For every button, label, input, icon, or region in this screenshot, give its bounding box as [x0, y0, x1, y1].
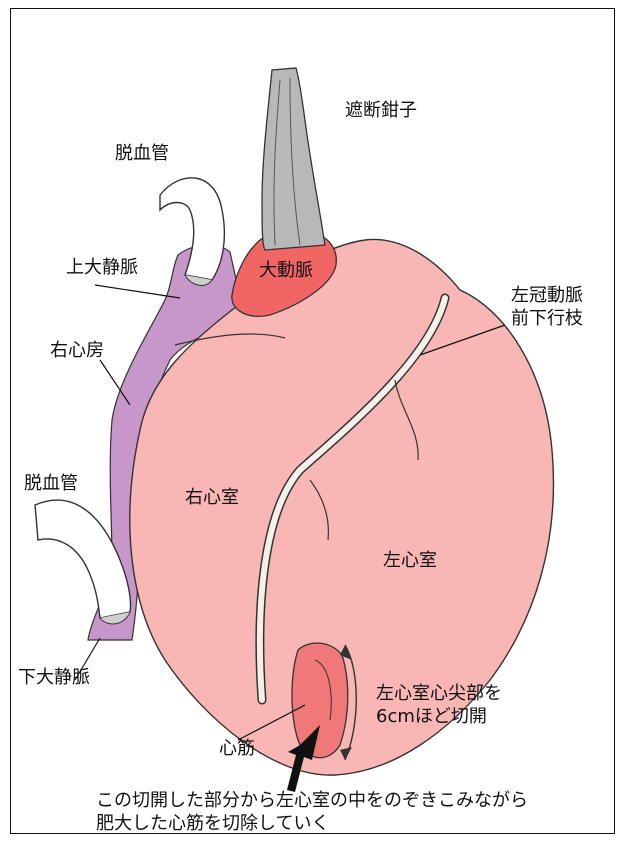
label-right-ventricle: 右心室	[185, 487, 239, 509]
leader-svc	[95, 285, 180, 298]
label-incision: 左心室心尖部を 6cmほど切開	[376, 683, 502, 728]
drain-tube-upper	[160, 178, 224, 280]
label-lad-line2: 前下行枝	[511, 308, 583, 331]
apex-incision	[292, 643, 348, 758]
clamp-shape	[262, 68, 325, 250]
caption-line2: 肥大した心筋を切除していく	[96, 813, 528, 836]
label-svc: 上大静脈	[66, 257, 138, 279]
label-aorta: 大動脈	[259, 260, 313, 282]
label-incision-line2: 6cmほど切開	[376, 706, 502, 729]
caption: この切開した部分から左心室の中をのぞきこみながら 肥大した心筋を切除していく	[96, 790, 528, 835]
label-left-ventricle: 左心室	[383, 550, 437, 572]
label-lad: 左冠動脈 前下行枝	[511, 285, 583, 330]
label-muscle: 心筋	[219, 738, 255, 760]
label-lad-line1: 左冠動脈	[511, 285, 583, 308]
label-incision-line1: 左心室心尖部を	[376, 683, 502, 706]
label-drain-tube-top: 脱血管	[115, 143, 169, 165]
label-right-atrium: 右心房	[50, 340, 104, 362]
label-drain-tube-bottom: 脱血管	[24, 473, 78, 495]
caption-line1: この切開した部分から左心室の中をのぞきこみながら	[96, 790, 528, 813]
label-clamp: 遮断鉗子	[345, 100, 417, 122]
label-ivc: 下大静脈	[18, 667, 90, 689]
